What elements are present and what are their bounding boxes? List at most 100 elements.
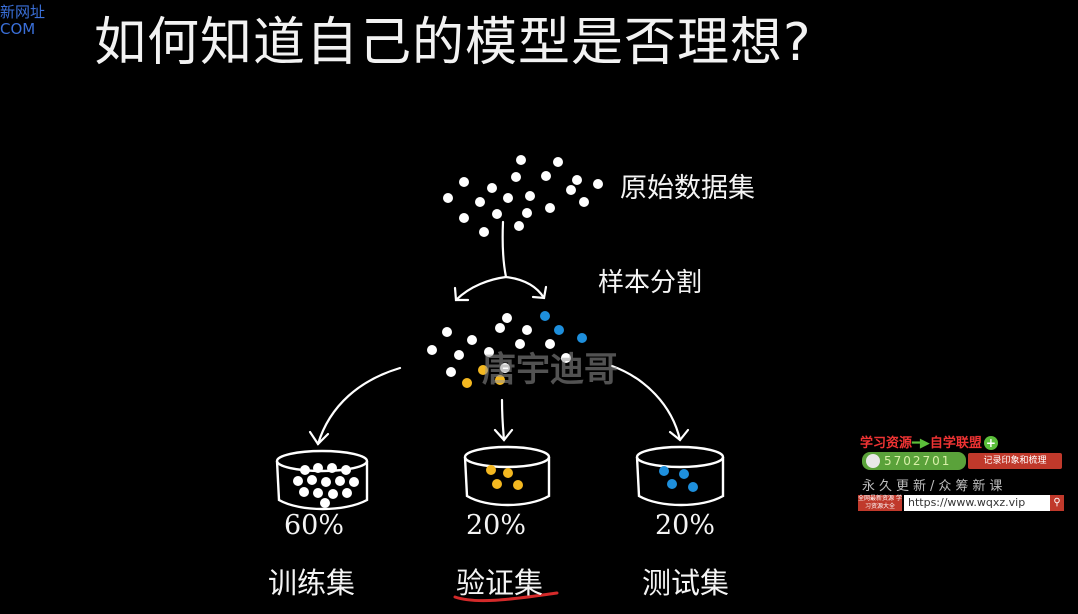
promo-small-text: 全网最新资源 学习资源大全	[858, 495, 902, 511]
test-dot	[688, 482, 698, 492]
search-icon[interactable]: ⚲	[1050, 495, 1064, 511]
mixed-dot-white	[515, 339, 525, 349]
mixed-dot-white	[522, 325, 532, 335]
arrow-down-main	[501, 220, 508, 279]
mixed-dot-white	[545, 339, 555, 349]
train-dot	[307, 475, 317, 485]
mixed-dot-white	[500, 363, 510, 373]
valid-dot	[486, 465, 496, 475]
arrow-left-branch	[454, 275, 508, 302]
train-dot	[327, 463, 337, 473]
promo-url[interactable]: https://www.wqxz.vip	[904, 495, 1050, 511]
promo-line3: 永久更新/众筹新课	[862, 479, 1007, 494]
slide-title: 如何知道自己的模型是否理想?	[94, 13, 812, 73]
train-dot	[299, 487, 309, 497]
bucket-valid-rim	[463, 445, 551, 469]
train-dot	[293, 476, 303, 486]
bucket-test-rim	[635, 445, 725, 469]
valid-set-label: 验证集	[456, 566, 544, 600]
split-arrows	[453, 220, 548, 302]
arrow-to-valid	[500, 398, 506, 442]
raw-dot	[593, 179, 603, 189]
arrow-right-head	[531, 285, 548, 300]
arrow-left-head	[453, 286, 470, 302]
raw-dot	[516, 155, 526, 165]
mixed-dot-white	[484, 347, 494, 357]
bucket-train-body	[275, 460, 369, 511]
train-set-label: 训练集	[268, 566, 356, 600]
bucket-train-dots	[293, 463, 359, 508]
valid-dot	[513, 480, 523, 490]
test-dot	[679, 469, 689, 479]
mixed-dot-white	[446, 367, 456, 377]
bucket-valid	[463, 445, 551, 507]
test-dot	[667, 479, 677, 489]
arrow-right-icon: ━▶	[912, 436, 930, 451]
bucket-arrows	[308, 364, 690, 446]
raw-dot	[545, 203, 555, 213]
train-percent: 60%	[284, 510, 345, 541]
bucket-test-dots	[659, 466, 698, 492]
center-watermark: 唐宇迪哥	[482, 350, 618, 390]
raw-dot	[541, 171, 551, 181]
promo-line2: 5702701 记录印象和梳理	[862, 452, 1062, 470]
train-dot	[342, 488, 352, 498]
validation-underline	[453, 591, 559, 603]
promo-line4: 全网最新资源 学习资源大全 https://www.wqxz.vip ⚲	[858, 495, 1064, 511]
sample-split-label: 样本分割	[598, 268, 703, 298]
mixed-dot-yellow	[495, 375, 505, 385]
bucket-valid-body	[463, 456, 551, 507]
mixed-dot-yellow	[462, 378, 472, 388]
raw-dot	[572, 175, 582, 185]
promo-line1-a: 学习资源	[860, 436, 913, 451]
arrow-right-branch	[504, 275, 546, 300]
raw-dot	[522, 208, 532, 218]
test-percent: 20%	[655, 510, 716, 541]
valid-dot	[503, 468, 513, 478]
bucket-test	[635, 445, 725, 507]
site-watermark-line2: COM	[0, 20, 36, 38]
mixed-dot-white	[495, 323, 505, 333]
mixed-dot-white	[442, 327, 452, 337]
mixed-dot-blue	[577, 333, 587, 343]
qq-icon	[866, 454, 880, 468]
bucket-valid-dots	[486, 465, 523, 490]
train-dot	[300, 465, 310, 475]
raw-dot	[579, 197, 589, 207]
raw-dot	[514, 221, 524, 231]
promo-qq-number: 5702701	[884, 454, 952, 468]
mixed-dot-white	[502, 313, 512, 323]
train-dot	[349, 477, 359, 487]
raw-dot	[443, 193, 453, 203]
mixed-dot-white	[561, 353, 571, 363]
arrow-to-test-head	[668, 428, 690, 442]
raw-dot	[487, 183, 497, 193]
train-dot	[320, 498, 330, 508]
promo-line1-b: 自学联盟	[929, 436, 982, 451]
test-set-label: 测试集	[642, 566, 730, 600]
raw-dot	[459, 213, 469, 223]
arrow-to-valid-head	[493, 428, 514, 442]
valid-percent: 20%	[466, 510, 527, 541]
raw-dot	[566, 185, 576, 195]
promo-tag: 记录印象和梳理	[968, 453, 1062, 469]
arrow-to-train	[316, 366, 402, 446]
train-dot	[321, 477, 331, 487]
raw-dot	[511, 172, 521, 182]
raw-dot	[553, 157, 563, 167]
mixed-dot-blue	[540, 311, 550, 321]
valid-dot	[492, 479, 502, 489]
mixed-dot-yellow	[478, 365, 488, 375]
test-dot	[659, 466, 669, 476]
train-dot	[341, 465, 351, 475]
raw-dataset-dots	[443, 155, 603, 237]
train-dot	[328, 489, 338, 499]
train-dot	[335, 476, 345, 486]
promo-line1: 学习资源━▶自学联盟+	[860, 432, 998, 451]
raw-dot	[525, 191, 535, 201]
arrow-to-test	[610, 364, 682, 442]
train-dot	[313, 463, 323, 473]
promo-qq-badge: 5702701	[862, 452, 966, 470]
mixed-dot-white	[454, 350, 464, 360]
